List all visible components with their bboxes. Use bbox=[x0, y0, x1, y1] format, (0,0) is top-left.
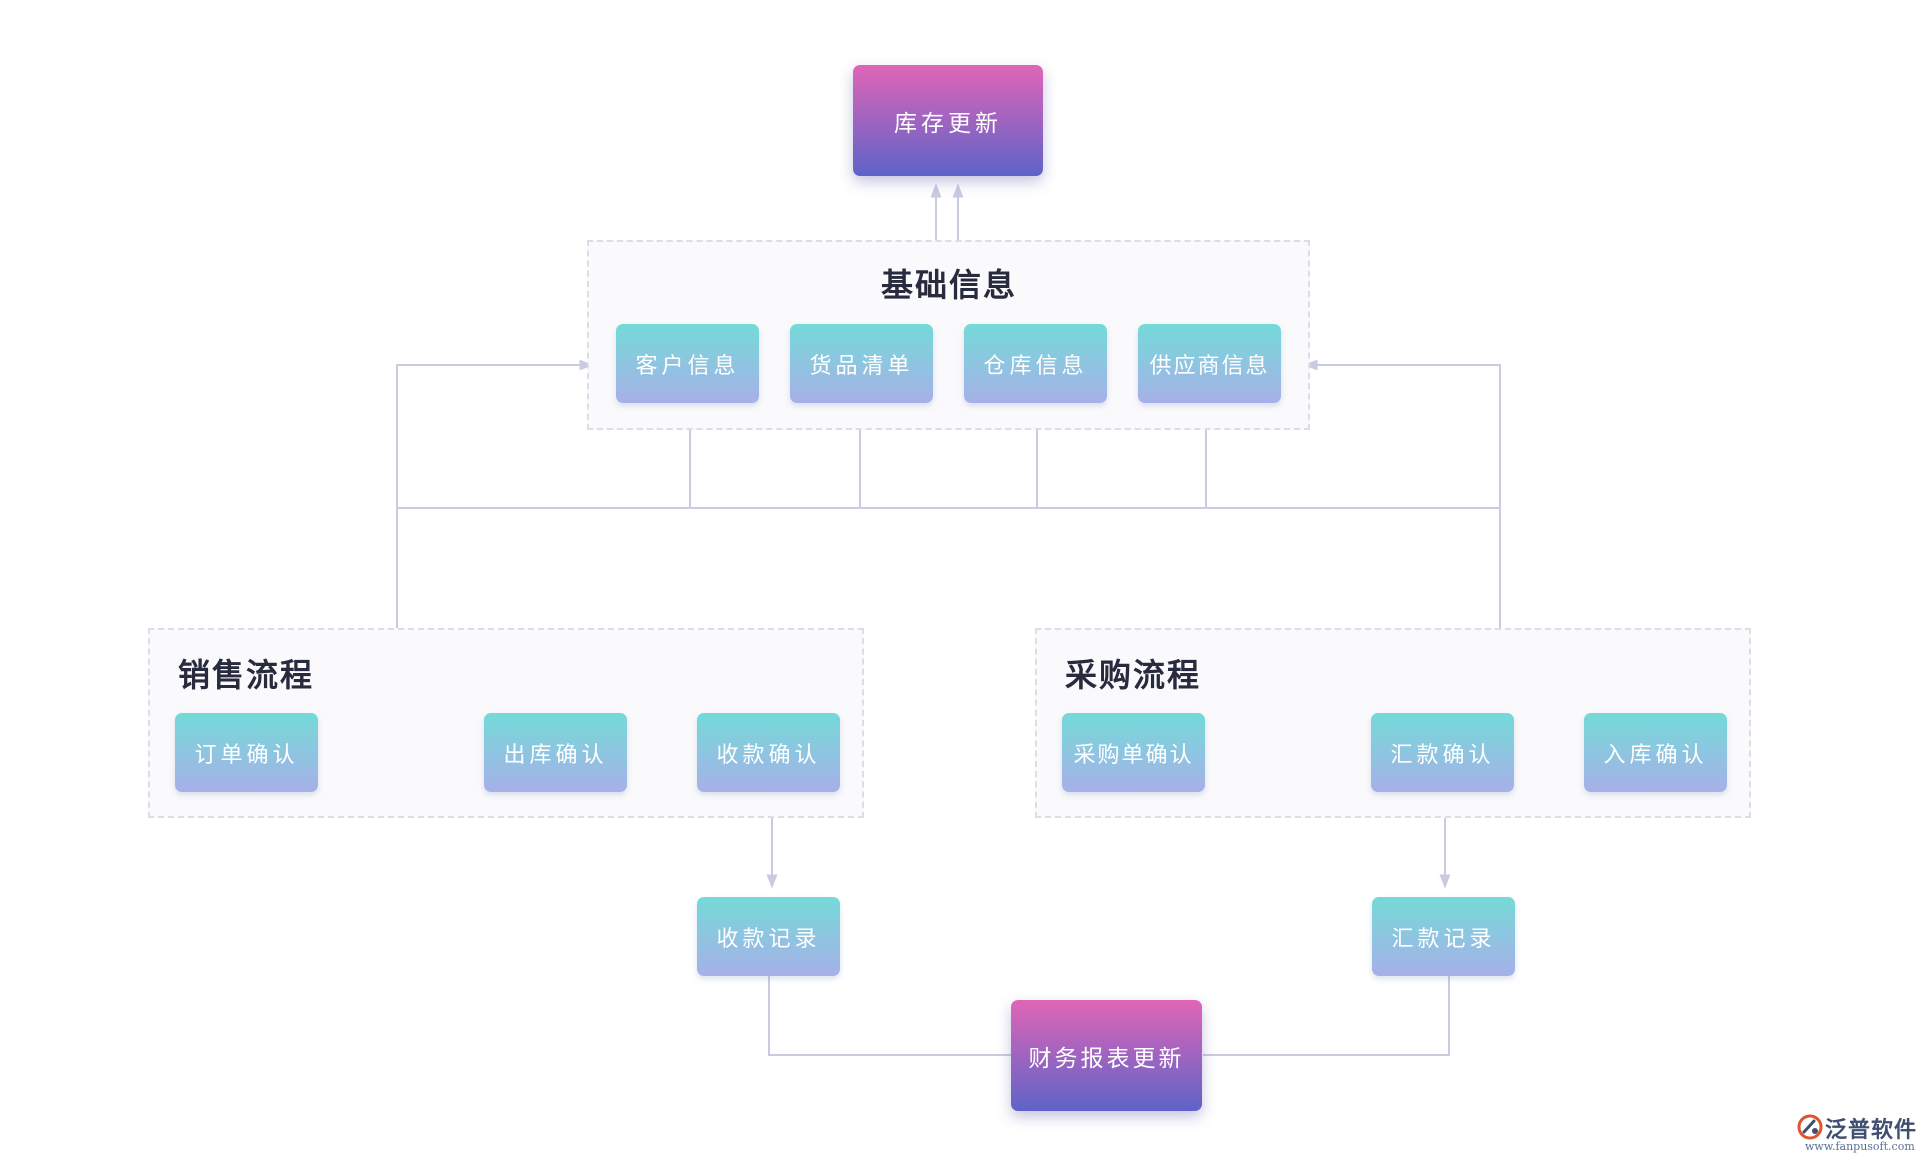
goods-list-node[interactable]: 货品清单 bbox=[790, 324, 933, 403]
fanpu-watermark: 泛普软件 www.fanpusoft.com bbox=[1797, 1112, 1919, 1154]
customer-info-label: 客户信息 bbox=[635, 353, 740, 379]
warehouse-info-label: 仓库信息 bbox=[983, 353, 1088, 379]
purchase-order-confirm-node[interactable]: 采购单确认 bbox=[1062, 713, 1205, 792]
watermark-url: www.fanpusoft.com bbox=[1805, 1140, 1915, 1153]
outbound-confirm-node[interactable]: 出库确认 bbox=[484, 713, 627, 792]
arrow-purchase-to-basic-info bbox=[1303, 359, 1501, 628]
payment-record-label: 收款记录 bbox=[716, 926, 821, 952]
purchase-process-title: 采购流程 bbox=[1065, 656, 1202, 694]
remittance-record-label: 汇款记录 bbox=[1391, 926, 1496, 952]
finance-report-update-node[interactable]: 财务报表更新 bbox=[1011, 1000, 1202, 1111]
finance-report-update-label: 财务报表更新 bbox=[1028, 1045, 1185, 1072]
sales-process-title: 销售流程 bbox=[178, 656, 315, 694]
order-confirm-node[interactable]: 订单确认 bbox=[175, 713, 318, 792]
customer-info-node[interactable]: 客户信息 bbox=[616, 324, 759, 403]
supplier-info-label: 供应商信息 bbox=[1149, 353, 1270, 379]
inventory-update-label: 库存更新 bbox=[894, 110, 1002, 137]
goods-list-label: 货品清单 bbox=[809, 353, 914, 379]
arrow-sales-to-basic-info bbox=[396, 359, 594, 628]
payment-confirm-label: 收款确认 bbox=[716, 742, 821, 768]
remittance-confirm-node[interactable]: 汇款确认 bbox=[1371, 713, 1514, 792]
outbound-confirm-label: 出库确认 bbox=[503, 742, 608, 768]
line-remittance-record-to-finance bbox=[1203, 976, 1450, 1056]
inbound-confirm-node[interactable]: 入库确认 bbox=[1584, 713, 1727, 792]
supplier-info-node[interactable]: 供应商信息 bbox=[1138, 324, 1281, 403]
order-confirm-label: 订单确认 bbox=[194, 742, 299, 768]
inbound-confirm-label: 入库确认 bbox=[1603, 742, 1708, 768]
basic-info-title: 基础信息 bbox=[881, 266, 1018, 304]
remittance-record-node[interactable]: 汇款记录 bbox=[1372, 897, 1515, 976]
line-payment-record-to-finance bbox=[768, 976, 1012, 1056]
watermark-brand-name: 泛普软件 bbox=[1825, 1118, 1918, 1143]
remittance-confirm-label: 汇款确认 bbox=[1390, 742, 1495, 768]
payment-record-node[interactable]: 收款记录 bbox=[697, 897, 840, 976]
payment-confirm-node[interactable]: 收款确认 bbox=[697, 713, 840, 792]
purchase-order-confirm-label: 采购单确认 bbox=[1073, 742, 1194, 768]
inventory-update-node[interactable]: 库存更新 bbox=[853, 65, 1043, 176]
fanpu-logo-icon bbox=[1797, 1114, 1823, 1140]
warehouse-info-node[interactable]: 仓库信息 bbox=[964, 324, 1107, 403]
